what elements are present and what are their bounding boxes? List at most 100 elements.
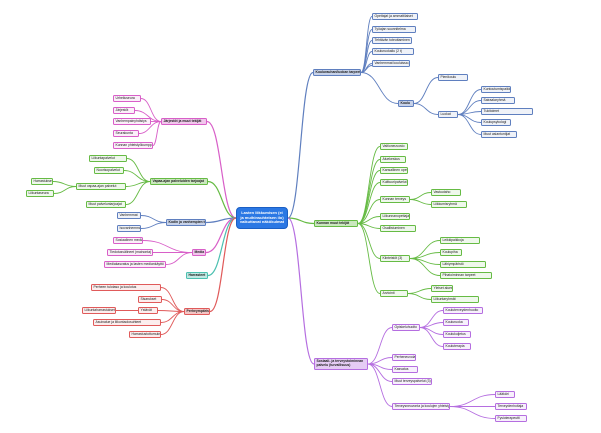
mindmap-node[interactable]: Kunnan yhteistyökumppanit — [113, 142, 153, 149]
mindmap-node[interactable]: Kulttuuripalvelut — [380, 179, 408, 186]
mindmap-node[interactable]: Muut palveluntarjoajat — [86, 201, 126, 208]
mindmap-node[interactable]: Sairaalaryhmä — [481, 97, 515, 104]
mindmap-node[interactable]: Kuntoutumispaikkojen — [481, 86, 511, 93]
mindmap-node[interactable]: Isovanhemmat — [117, 225, 141, 232]
connector-line — [287, 217, 315, 225]
connector-line — [367, 327, 393, 365]
connector-line — [357, 159, 381, 224]
mindmap-node[interactable]: Osallistuminen — [380, 225, 416, 232]
connector-line — [357, 223, 381, 294]
branch-media[interactable]: Media — [192, 249, 206, 256]
connector-line — [287, 71, 314, 219]
mindmap-node[interactable]: Yleiset alueet — [431, 285, 453, 292]
mindmap-node[interactable]: Vanhempainyhdistys — [113, 118, 151, 125]
mindmap-node[interactable]: Mediakasvatus ja lasten mediankäyttö — [104, 261, 166, 268]
mindmap-node[interactable]: Liikuntaryhmät — [431, 296, 479, 303]
mindmap-node[interactable]: Kansallinen opetus — [380, 167, 408, 174]
connector-line — [165, 252, 193, 265]
mindmap-node[interactable]: Ystävät — [138, 307, 158, 314]
branch-harrasteet[interactable]: Harrasteet — [186, 272, 208, 279]
mindmap-node[interactable]: Kouluterveydenhuolto — [443, 307, 483, 314]
mindmap-node[interactable]: Urheiluseura — [113, 95, 141, 102]
mindmap-node[interactable]: Asuinalue ja liikuntaolosuhteet — [93, 319, 161, 326]
mindmap-node[interactable]: Vastuutaho — [431, 189, 461, 196]
mindmap-node[interactable]: Liikkumisryhmä — [431, 201, 467, 208]
connector-line — [206, 120, 237, 219]
mindmap-node[interactable]: Lääkäri — [495, 391, 515, 398]
branch-vapaa-aika[interactable]: Vapaa-ajan palveluiden tarjoajat — [150, 178, 208, 185]
mindmap-node[interactable]: Terveydenhoitaja — [495, 403, 527, 410]
mindmap-node[interactable]: Muut terveyspalvelut (3) — [392, 378, 432, 385]
mindmap-node[interactable]: Kasvatus — [392, 366, 418, 373]
branch-sosiaali[interactable]: Sosiaali- ja terveystoiminnan palvelu (t… — [314, 358, 368, 370]
mindmap-node[interactable]: Sisarukset — [138, 296, 162, 303]
mindmap-node[interactable]: Leikkipaikkoja — [440, 237, 480, 244]
mindmap-node[interactable]: Koulupsykologi — [481, 119, 511, 126]
connector-line — [287, 217, 315, 365]
mindmap-node[interactable]: Seurakunta — [113, 130, 139, 137]
mindmap-node[interactable]: Luokat — [438, 111, 458, 118]
connector-line — [138, 121, 162, 134]
connector-line — [125, 181, 151, 205]
mindmap-node[interactable]: Aluekeskus — [380, 156, 406, 163]
mindmap-node[interactable]: Työajan suunnitelma — [372, 26, 416, 33]
mindmap-node[interactable]: Kouluruoka — [443, 319, 469, 326]
mindmap-node[interactable]: Koulukuljetus — [443, 331, 471, 338]
connector-line — [409, 199, 432, 205]
mindmap-node[interactable]: Opettajat ja ammattilaiset — [372, 13, 418, 20]
mindmap-node[interactable]: Lähiympäristö — [440, 261, 486, 268]
mindmap-node[interactable]: Vanhemmat — [117, 212, 141, 219]
connector-line — [357, 182, 381, 224]
mindmap-node[interactable]: Harrastukset — [31, 178, 53, 185]
connector-line — [126, 158, 151, 182]
mindmap-node[interactable]: Liikuntapalvelut — [89, 155, 127, 162]
mindmap-node[interactable]: Fysioterapeutti — [495, 415, 527, 422]
mindmap-node[interactable]: Arviointi — [380, 290, 408, 297]
mindmap-node[interactable]: Liikuntaharrastukset — [82, 307, 116, 314]
connector-line — [357, 223, 381, 259]
connector-line — [140, 98, 162, 122]
mindmap-node[interactable]: Pihatoiminnan tarpeet — [440, 272, 492, 279]
mindmap-node[interactable]: Vanhemmat kouluissa (3) — [372, 60, 410, 67]
branch-perhe[interactable]: Perheympäristö — [184, 308, 210, 315]
koulu-node[interactable]: Koulu — [398, 100, 414, 107]
branch-kunta[interactable]: Kunnan muut tekijät — [314, 220, 358, 227]
mindmap-node[interactable]: Liikuntaseura — [26, 190, 54, 197]
connector-line — [152, 121, 162, 146]
connector-line — [407, 288, 432, 294]
connector-line — [357, 199, 381, 224]
branch-koti[interactable]: Kodin ja vanhempien tuki — [166, 219, 206, 226]
mindmap-node[interactable]: Perheneuvola — [392, 354, 416, 361]
connector-line — [360, 72, 399, 104]
mindmap-node[interactable]: Kunnan terveys — [380, 196, 410, 203]
mindmap-node[interactable]: Pienikoulu — [438, 74, 468, 81]
connector-line — [140, 215, 167, 223]
connector-line — [419, 327, 444, 347]
mindmap-node[interactable]: Sosiaalinen media — [113, 237, 143, 244]
mindmap-node[interactable]: Opiskeluhuolto — [392, 324, 420, 331]
connector-line — [407, 293, 432, 300]
branch-jarjestot[interactable]: Järjestöt ja muut tekijät — [161, 118, 207, 125]
mindmap-node[interactable]: Liikunnanopettaja — [380, 213, 410, 220]
connector-line — [409, 192, 432, 200]
mindmap-node[interactable]: Harrastustottumukset — [129, 331, 161, 338]
mindmap-node[interactable]: Koulupiha — [440, 249, 462, 256]
branch-koulurauha[interactable]: Koulurauhan/luokan tarpeet — [313, 69, 361, 76]
connector-line — [207, 180, 237, 219]
mindmap-node[interactable]: Kouluruokailu (2 t) — [372, 48, 414, 55]
mindmap-node[interactable]: Valtioneuvosto — [380, 143, 408, 150]
mindmap-node[interactable]: Perheen tulotaso ja koulutus — [91, 284, 161, 291]
central-topic[interactable]: Lasten liikkumisen (ei ja muihinsuhteise… — [236, 207, 288, 229]
mindmap-node[interactable]: Kouluterapia — [443, 343, 471, 350]
mindmap-node[interactable]: Tukitoimet — [481, 108, 533, 115]
mindmap-node[interactable]: Tehtävän toteuttaminen — [372, 37, 412, 44]
mindmap-node[interactable]: Kiinteistöt (3) — [380, 255, 410, 262]
mindmap-node[interactable]: Muut vapaa-ajan palvelut — [76, 183, 126, 190]
mindmap-node[interactable]: Nuorisopalvelut — [94, 167, 124, 174]
mindmap-node[interactable]: Tiedotusvälineet (mainonta) — [107, 249, 153, 256]
mindmap-node[interactable]: Muut asiantuntijat — [481, 131, 517, 138]
mindmap-node[interactable]: Terveysneuvonta ja koulujen yhteistyö — [392, 403, 450, 410]
connector-line — [357, 223, 381, 229]
mindmap-node[interactable]: Järjestöt — [113, 107, 135, 114]
